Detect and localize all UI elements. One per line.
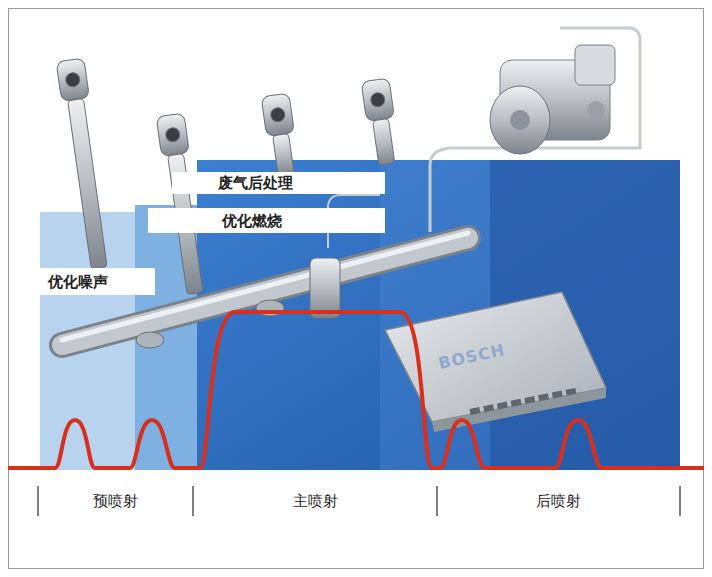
callout-box: 优化噪声 xyxy=(40,268,155,295)
callout-text: 废气后处理 xyxy=(218,174,293,192)
phase-label: 后喷射 xyxy=(536,492,581,510)
injection-curve xyxy=(8,312,704,468)
callout-text: 优化噪声 xyxy=(48,273,108,291)
pressure-line xyxy=(430,28,640,232)
callout-box: 优化燃烧 xyxy=(148,208,385,233)
callout-box: 废气后处理 xyxy=(172,172,385,194)
phase-ticks xyxy=(38,486,680,516)
phase-label: 主喷射 xyxy=(293,492,338,510)
callout-text: 优化燃烧 xyxy=(222,212,282,230)
phase-label: 预喷射 xyxy=(93,492,138,510)
main-panel xyxy=(197,160,680,470)
high-pressure-pump xyxy=(490,45,615,154)
frame xyxy=(9,9,704,569)
